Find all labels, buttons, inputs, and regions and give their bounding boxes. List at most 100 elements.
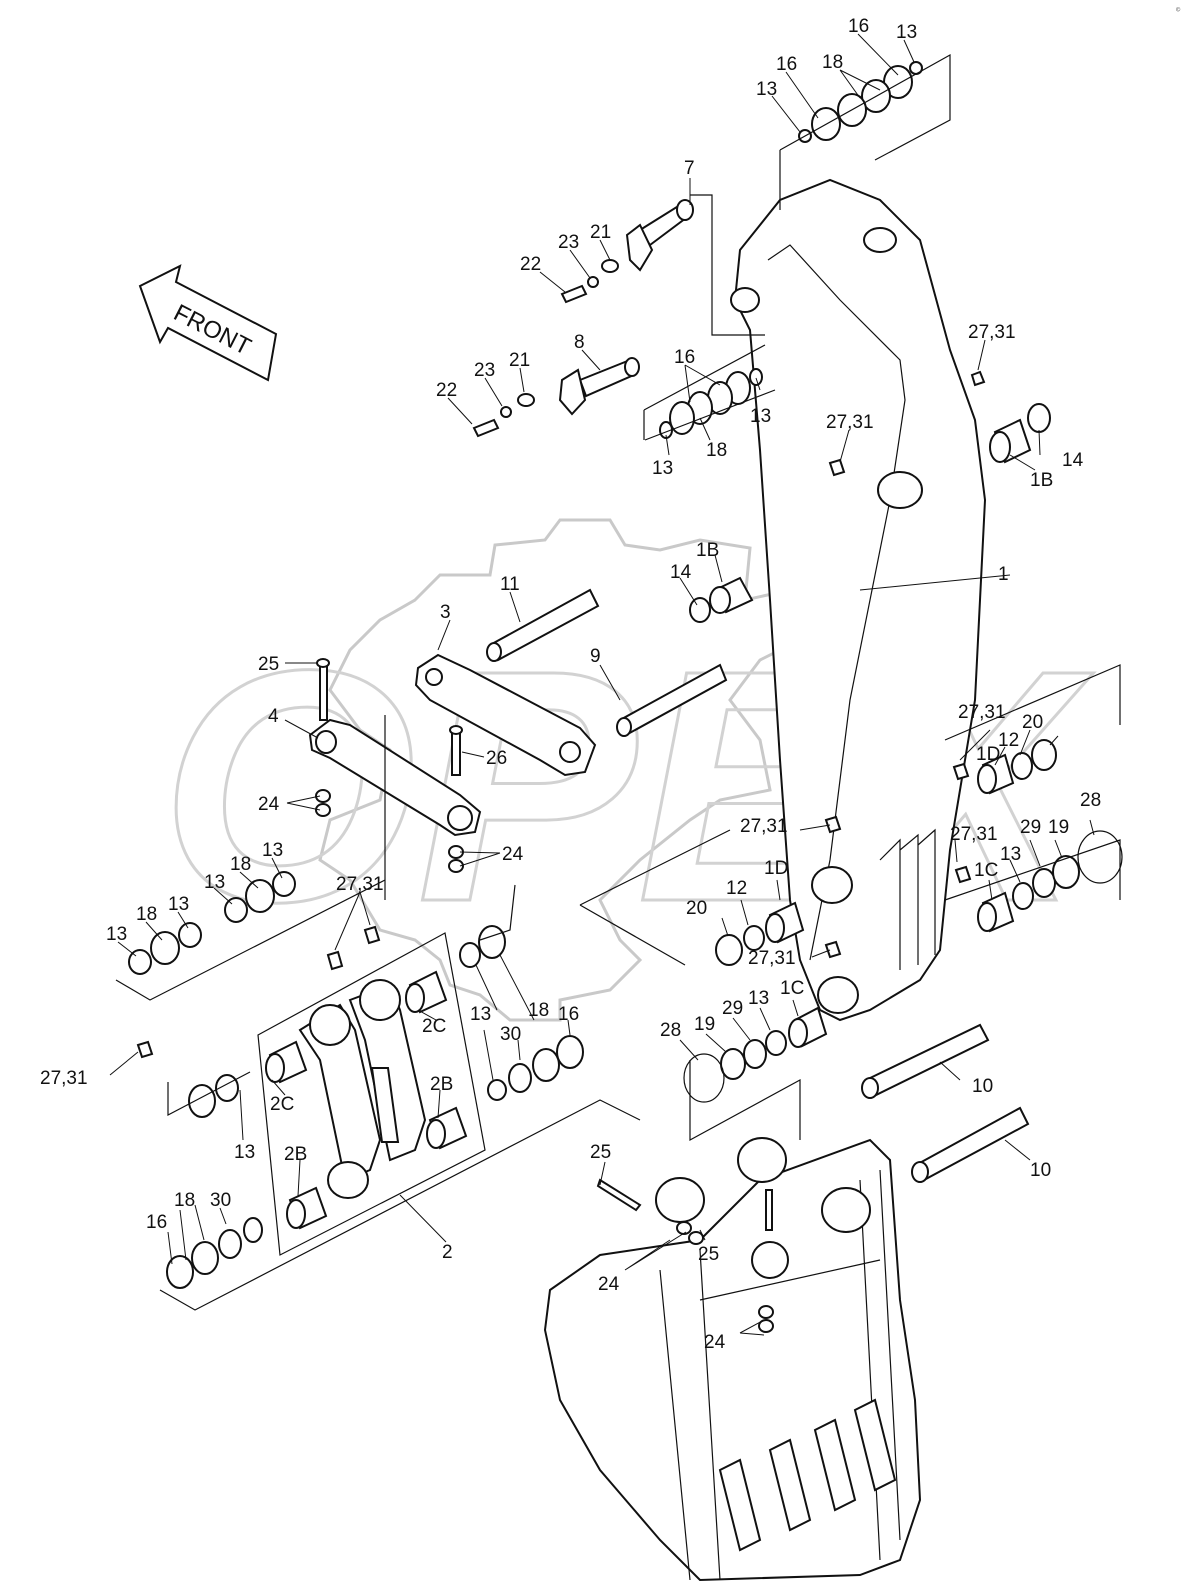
- callout-2: 2: [442, 1242, 453, 1263]
- callout-22: 22: [436, 380, 457, 401]
- callout-18: 18: [174, 1190, 195, 1211]
- callout-24: 24: [502, 844, 524, 865]
- bucket-teeth: [718, 1398, 897, 1552]
- pin-7: [560, 194, 765, 336]
- callout-18: 18: [822, 52, 843, 73]
- arm-mid-boss: [877, 471, 923, 509]
- callout-13: 13: [234, 1142, 255, 1163]
- callout-29: 29: [1020, 817, 1041, 838]
- callout-13: 13: [652, 458, 673, 479]
- callout-27-31: 27,31: [826, 412, 874, 433]
- bushing-1b-center: [689, 576, 754, 623]
- callout-2B: 2B: [430, 1074, 453, 1095]
- callout-27-31: 27,31: [958, 702, 1006, 723]
- callout-30: 30: [500, 1024, 521, 1045]
- callout-24: 24: [258, 794, 280, 815]
- callout-22: 22: [520, 254, 541, 275]
- callout-27-31: 27,31: [968, 322, 1016, 343]
- callout-14: 14: [1062, 450, 1084, 471]
- callout-12: 12: [998, 730, 1019, 751]
- middle-washers: [643, 344, 776, 441]
- callout-27-31: 27,31: [950, 824, 998, 845]
- callout-2C: 2C: [270, 1094, 294, 1115]
- callout-30: 30: [210, 1190, 231, 1211]
- leader-lines: [109, 33, 1095, 1336]
- callout-27-31: 27,31: [40, 1068, 88, 1089]
- arm-inner-outline: [767, 244, 906, 961]
- callout-13: 13: [106, 924, 127, 945]
- callout-3: 3: [440, 602, 451, 623]
- right-bushings: [944, 664, 1123, 933]
- callout-7: 7: [684, 158, 695, 179]
- callout-25: 25: [590, 1142, 611, 1163]
- bucket-lug-2: [737, 1137, 787, 1183]
- callout-labels: 16 13 18 16 13 7 21 23 22 8 21 23 22 16 …: [40, 16, 1101, 1353]
- callout-2B: 2B: [284, 1144, 307, 1165]
- pin-8: [472, 357, 640, 438]
- callout-27-31: 27,31: [748, 948, 796, 969]
- callout-1B: 1B: [696, 540, 719, 561]
- front-arrow: FRONT: [138, 264, 278, 382]
- callout-13: 13: [750, 406, 771, 427]
- callout-10: 10: [972, 1076, 993, 1097]
- bucket-lug-3: [821, 1187, 871, 1233]
- arm-top-pin-boss: [863, 227, 897, 253]
- pin-11: [486, 588, 600, 662]
- link-3: [414, 653, 597, 777]
- callout-13: 13: [262, 840, 283, 861]
- callout-18: 18: [136, 904, 157, 925]
- bucket: [543, 1137, 922, 1582]
- arm-reinforcement-ribs: [879, 828, 936, 970]
- callout-9: 9: [590, 646, 601, 667]
- arm-cylinder-boss: [730, 287, 760, 313]
- callout-13: 13: [1000, 844, 1021, 865]
- watermark-gear: [318, 518, 802, 1022]
- callout-1C: 1C: [780, 978, 804, 999]
- callout-18: 18: [230, 854, 251, 875]
- callout-10: 10: [1030, 1160, 1051, 1181]
- callout-19: 19: [694, 1014, 715, 1035]
- callout-21: 21: [590, 222, 611, 243]
- callout-13: 13: [470, 1004, 491, 1025]
- callout-13: 13: [756, 79, 777, 100]
- arm-body: [733, 178, 987, 1022]
- callout-25: 25: [258, 654, 279, 675]
- link-2-washers: [136, 884, 641, 1311]
- callout-23: 23: [474, 360, 495, 381]
- callout-1D: 1D: [976, 744, 1000, 765]
- callout-1D: 1D: [764, 858, 788, 879]
- callout-29: 29: [722, 998, 743, 1019]
- callout-25: 25: [698, 1244, 719, 1265]
- pins-10: [861, 1023, 1030, 1183]
- callout-24: 24: [704, 1332, 726, 1353]
- bucket-lug-1: [655, 1177, 705, 1223]
- corner-mark: ©: [1176, 6, 1181, 14]
- pin-9: [616, 663, 728, 737]
- center-bushings: [579, 815, 842, 1142]
- callout-16: 16: [674, 347, 695, 368]
- callout-16: 16: [776, 54, 797, 75]
- link-2-assembly: [257, 932, 486, 1256]
- callout-4: 4: [268, 706, 279, 727]
- front-arrow-icon: [138, 264, 278, 382]
- callout-27-31: 27,31: [740, 816, 788, 837]
- callout-20: 20: [1022, 712, 1043, 733]
- callout-16: 16: [848, 16, 869, 37]
- callout-23: 23: [558, 232, 579, 253]
- callout-11: 11: [500, 574, 520, 595]
- callout-1C: 1C: [974, 860, 998, 881]
- callout-13: 13: [204, 872, 225, 893]
- callout-12: 12: [726, 878, 747, 899]
- callout-8: 8: [574, 332, 585, 353]
- arm-part-1: [730, 178, 987, 1022]
- callout-13: 13: [168, 894, 189, 915]
- callout-20: 20: [686, 898, 707, 919]
- callout-27-31: 27,31: [336, 874, 384, 895]
- arm-bucket-boss: [817, 976, 859, 1014]
- callout-19: 19: [1048, 817, 1069, 838]
- callout-16: 16: [558, 1004, 579, 1025]
- callout-28: 28: [1080, 790, 1101, 811]
- callout-28: 28: [660, 1020, 681, 1041]
- left-washers: [115, 715, 386, 1001]
- callout-21: 21: [509, 350, 530, 371]
